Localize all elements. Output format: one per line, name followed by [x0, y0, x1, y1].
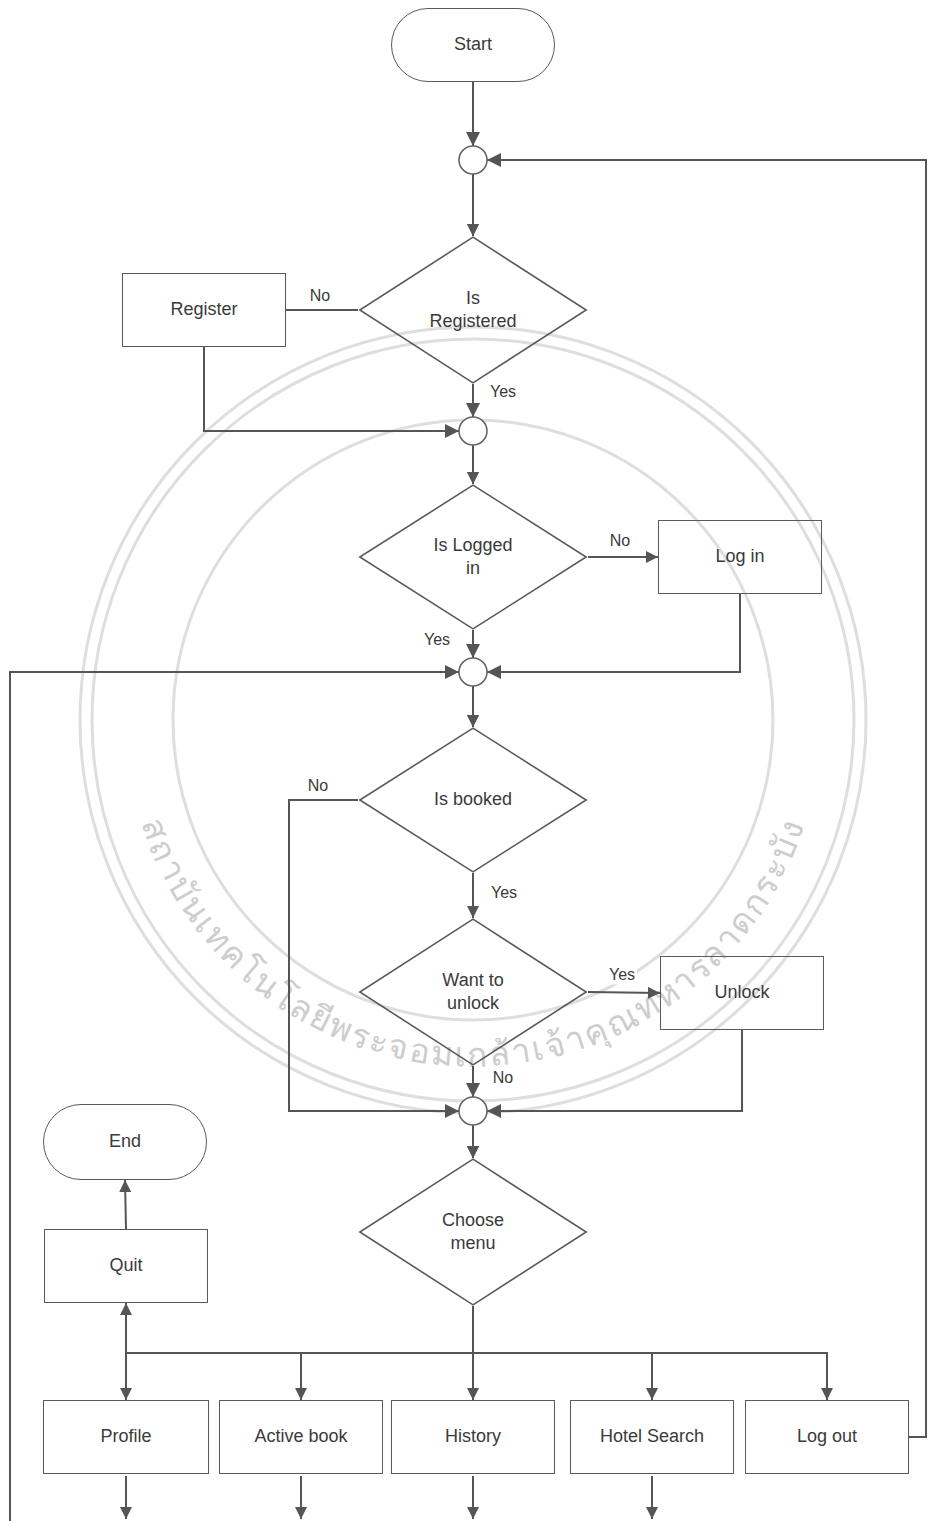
- flow-connector: [204, 347, 473, 484]
- seal-rings: [80, 327, 866, 1113]
- edge-label: Yes: [488, 382, 518, 401]
- node-label: Quit: [109, 1254, 142, 1277]
- node-label: History: [445, 1425, 501, 1448]
- diamond-shape: [360, 485, 586, 629]
- diamond-outline: [358, 918, 588, 1066]
- decision-diamond: Choose menu: [358, 1158, 588, 1306]
- junction-arrowhead: [445, 424, 459, 438]
- edge-group: [125, 82, 926, 1437]
- node-label: Is Logged in: [425, 534, 521, 581]
- process-box: Log in: [658, 520, 822, 594]
- junction-arrowhead: [466, 1083, 480, 1097]
- process-box: Unlock: [660, 956, 824, 1030]
- flow-connector: [473, 1306, 827, 1400]
- process-box: Quit: [44, 1229, 208, 1303]
- watermark-text-group: สถาบันเทคโนโลยีพระจอมเกล้าเจ้าคุณทหารลาด…: [133, 812, 812, 1074]
- exit-arrow: [472, 1476, 474, 1519]
- process-box: Profile: [43, 1400, 209, 1474]
- edge-label: No: [306, 776, 330, 795]
- exit-arrow: [125, 1476, 127, 1519]
- diamond-outline: [358, 1158, 588, 1306]
- flow-connector: [588, 556, 658, 558]
- node-label: Profile: [100, 1425, 151, 1448]
- flow-connector: [473, 594, 740, 727]
- return-lines: [10, 672, 652, 1521]
- node-label: Is Registered: [425, 287, 521, 334]
- edge-label: Yes: [422, 630, 452, 649]
- node-label: Active book: [254, 1425, 347, 1448]
- watermark-text: สถาบันเทคโนโลยีพระจอมเกล้าเจ้าคุณทหารลาด…: [133, 812, 812, 1074]
- flow-connector: [473, 160, 926, 1437]
- seal-ring: [92, 339, 854, 1101]
- node-label: Log in: [715, 545, 764, 568]
- flow-connector: [125, 1180, 126, 1229]
- process-box: Hotel Search: [570, 1400, 734, 1474]
- node-label: Is booked: [434, 788, 512, 811]
- diamond-shape: [360, 1159, 586, 1305]
- watermark-text-path: สถาบันเทคโนโลยีพระจอมเกล้าเจ้าคุณทหารลาด…: [133, 812, 812, 1074]
- diamond-shape: [360, 237, 586, 383]
- edge-label: Yes: [489, 883, 519, 902]
- flow-connector: [286, 309, 358, 311]
- diamond-outline: [358, 484, 588, 630]
- decision-diamond: Want to unlock: [358, 918, 588, 1066]
- junction-arrowhead: [466, 132, 480, 146]
- exit-arrow: [300, 1476, 302, 1519]
- junction-arrowhead: [445, 1104, 459, 1118]
- node-label: Hotel Search: [600, 1425, 704, 1448]
- junction-dot: [459, 417, 487, 445]
- terminal-node: End: [43, 1104, 207, 1180]
- junction-arrowhead: [466, 644, 480, 658]
- seal-ring: [173, 420, 773, 1020]
- node-label: Register: [170, 298, 237, 321]
- edge-label: Yes: [607, 965, 637, 984]
- seal-ring: [80, 327, 866, 1113]
- node-label: Want to unlock: [425, 969, 521, 1016]
- diamond-shape: [360, 728, 586, 872]
- junction-dot: [459, 1097, 487, 1125]
- flow-connector: [588, 992, 660, 993]
- junction-dot: [459, 146, 487, 174]
- flow-connector: [301, 1306, 473, 1400]
- process-box: Active book: [219, 1400, 383, 1474]
- flow-connector: [126, 1303, 473, 1353]
- terminal-node: Start: [391, 8, 555, 82]
- node-label: Choose menu: [425, 1209, 521, 1256]
- flow-connector: [126, 1306, 473, 1400]
- process-box: Register: [122, 273, 286, 347]
- junction-arrowhead: [487, 665, 501, 679]
- process-box: History: [391, 1400, 555, 1474]
- node-label: End: [109, 1130, 141, 1153]
- node-label: Start: [454, 33, 492, 56]
- junction-arrowhead: [487, 1104, 501, 1118]
- edge-label: No: [491, 1068, 515, 1087]
- junction-dot: [459, 658, 487, 686]
- flow-connector: [473, 1030, 742, 1158]
- decision-diamond: Is booked: [358, 727, 588, 873]
- edge-label: No: [608, 531, 632, 550]
- junction-arrowhead: [466, 403, 480, 417]
- return-line: [10, 672, 459, 1521]
- flow-connector: [472, 873, 474, 918]
- decision-diamond: Is Registered: [358, 236, 588, 384]
- edge-label: No: [308, 286, 332, 305]
- junction-arrowhead: [445, 665, 459, 679]
- exit-arrow: [651, 1476, 653, 1519]
- decision-diamond: Is Logged in: [358, 484, 588, 630]
- diamond-shape: [360, 919, 586, 1065]
- node-label: Unlock: [714, 981, 769, 1004]
- diamond-outline: [358, 236, 588, 384]
- junction-arrowhead: [487, 153, 501, 167]
- node-label: Log out: [797, 1425, 857, 1448]
- process-box: Log out: [745, 1400, 909, 1474]
